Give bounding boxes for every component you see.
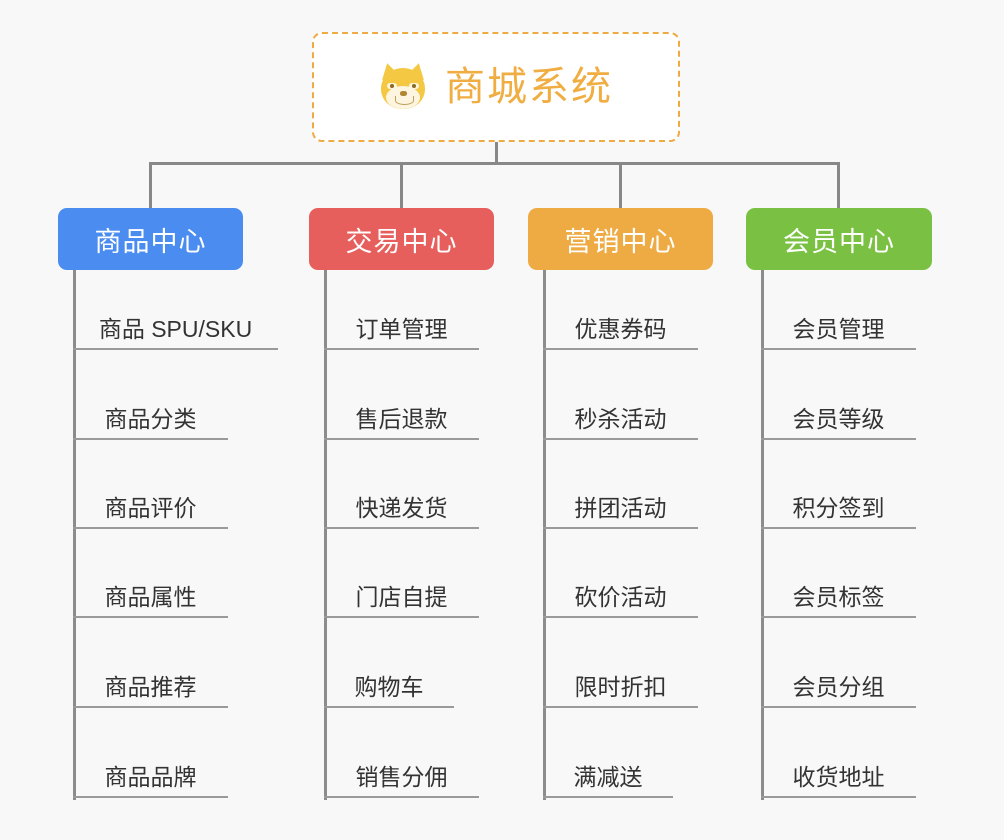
root-node[interactable]: 商城系统: [312, 32, 680, 142]
leaf-item[interactable]: 商品属性: [73, 568, 228, 618]
leaf-label: 会员等级: [792, 406, 885, 432]
leaf-item[interactable]: 积分签到: [761, 479, 916, 529]
leaf-item[interactable]: 售后退款: [324, 390, 479, 440]
leaf-label: 购物车: [354, 674, 424, 700]
leaf-item[interactable]: 优惠券码: [543, 300, 698, 350]
column-spine: [324, 270, 327, 800]
leaf-item[interactable]: 砍价活动: [543, 568, 698, 618]
category-label: 会员中心: [783, 226, 895, 257]
leaf-item[interactable]: 销售分佣: [324, 748, 479, 798]
leaf-item[interactable]: 限时折扣: [543, 658, 698, 708]
category-label: 营销中心: [564, 226, 677, 257]
leaf-label: 商品分类: [104, 406, 197, 432]
category-box-trade-center[interactable]: 交易中心: [309, 208, 494, 270]
shiba-dog-face-icon: [378, 61, 431, 113]
leaf-label: 商品 SPU/SKU: [98, 316, 253, 342]
column-spine: [761, 270, 764, 800]
leaf-label: 商品推荐: [104, 674, 197, 700]
leaf-item[interactable]: 会员分组: [761, 658, 916, 708]
leaf-item[interactable]: 购物车: [324, 658, 454, 708]
leaf-item[interactable]: 快递发货: [324, 479, 479, 529]
leaf-label: 快递发货: [355, 495, 448, 521]
leaf-label: 售后退款: [355, 406, 448, 432]
leaf-label: 拼团活动: [574, 495, 667, 521]
leaf-label: 商品属性: [104, 584, 197, 610]
leaf-item[interactable]: 满减送: [543, 748, 673, 798]
root-title: 商城系统: [445, 65, 613, 109]
leaf-item[interactable]: 秒杀活动: [543, 390, 698, 440]
connector-drop-4: [837, 162, 840, 210]
leaf-item[interactable]: 会员等级: [761, 390, 916, 440]
leaf-item[interactable]: 商品推荐: [73, 658, 228, 708]
category-label: 交易中心: [345, 226, 458, 257]
connector-drop-2: [400, 162, 403, 210]
leaf-item[interactable]: 商品 SPU/SKU: [73, 300, 278, 350]
leaf-label: 积分签到: [792, 495, 885, 521]
leaf-label: 商品品牌: [104, 764, 197, 790]
connector-root-stem: [495, 142, 498, 164]
leaf-label: 秒杀活动: [574, 406, 667, 432]
leaf-item[interactable]: 门店自提: [324, 568, 479, 618]
connector-horizontal-bus: [149, 162, 840, 165]
leaf-item[interactable]: 商品品牌: [73, 748, 228, 798]
column-spine: [543, 270, 546, 800]
leaf-label: 限时折扣: [574, 674, 667, 700]
leaf-label: 会员管理: [792, 316, 885, 342]
leaf-item[interactable]: 商品分类: [73, 390, 228, 440]
leaf-label: 砍价活动: [574, 584, 667, 610]
leaf-label: 订单管理: [355, 316, 448, 342]
leaf-label: 销售分佣: [355, 764, 448, 790]
leaf-label: 优惠券码: [574, 316, 667, 342]
leaf-item[interactable]: 商品评价: [73, 479, 228, 529]
leaf-item[interactable]: 拼团活动: [543, 479, 698, 529]
connector-drop-1: [149, 162, 152, 210]
leaf-item[interactable]: 订单管理: [324, 300, 479, 350]
column-spine: [73, 270, 76, 800]
leaf-item[interactable]: 会员标签: [761, 568, 916, 618]
leaf-label: 商品评价: [104, 495, 197, 521]
leaf-label: 门店自提: [355, 584, 448, 610]
leaf-label: 收货地址: [792, 764, 885, 790]
leaf-item[interactable]: 收货地址: [761, 748, 916, 798]
leaf-item[interactable]: 会员管理: [761, 300, 916, 350]
category-box-product-center[interactable]: 商品中心: [58, 208, 243, 270]
leaf-label: 会员标签: [792, 584, 885, 610]
leaf-label: 会员分组: [792, 674, 885, 700]
category-label: 商品中心: [94, 226, 207, 257]
category-box-marketing-center[interactable]: 营销中心: [528, 208, 713, 270]
connector-drop-3: [619, 162, 622, 210]
leaf-label: 满减送: [573, 764, 643, 790]
category-box-member-center[interactable]: 会员中心: [746, 208, 932, 270]
